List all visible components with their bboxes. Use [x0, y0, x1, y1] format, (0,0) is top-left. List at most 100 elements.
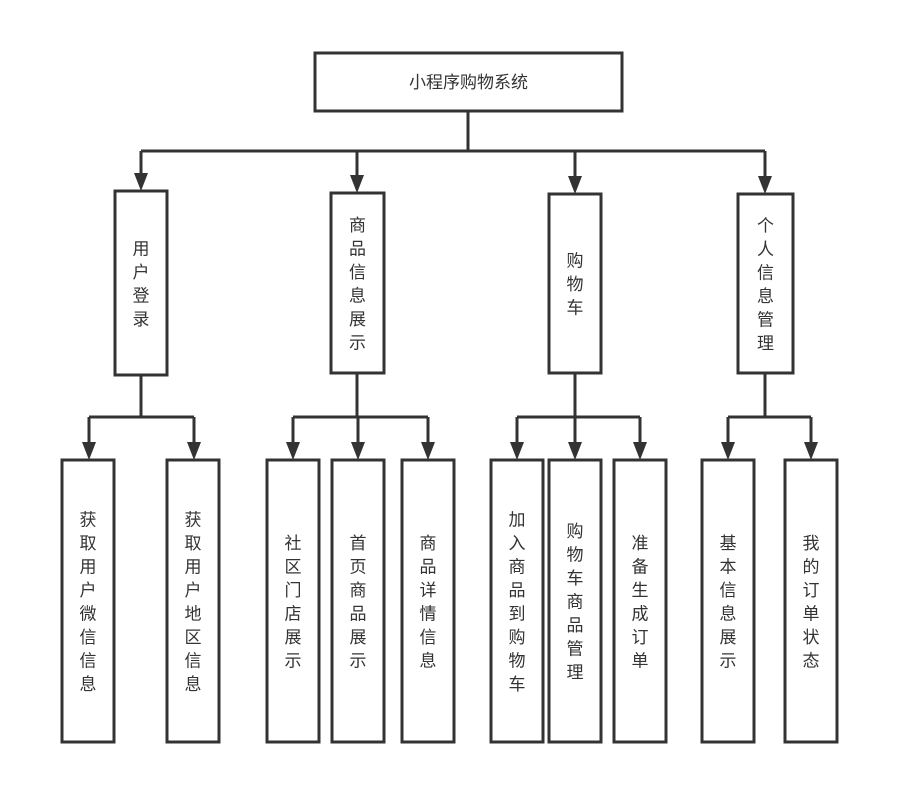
label-char: 信	[349, 263, 366, 283]
leaf-node-m4c2-label: 我的订单状态	[803, 534, 820, 672]
root-node: 小程序购物系统	[313, 51, 624, 113]
label-char: 我	[803, 534, 820, 554]
label-char: 取	[80, 534, 97, 554]
label-char: 的	[803, 557, 820, 577]
label-char: 用	[185, 557, 202, 577]
label-char: 地	[185, 604, 202, 624]
module-node-m2-frame	[329, 191, 386, 375]
leaf-node-m2c1: 社区门店展示	[265, 458, 321, 744]
leaf-node-m2c3-frame	[400, 458, 456, 744]
arrowhead-m3c2	[568, 442, 582, 460]
arrowhead-m1	[134, 173, 148, 191]
label-char: 品	[420, 557, 437, 577]
arrowhead-m3c3	[633, 442, 647, 460]
leaf-node-m2c3: 商品详情信息	[400, 458, 456, 744]
label-char: 示	[720, 651, 737, 671]
label-char: 品	[350, 604, 367, 624]
leaf-node-m2c2-frame	[330, 458, 386, 744]
label-char: 备	[632, 557, 649, 577]
label-char: 用	[133, 239, 150, 259]
arrowhead-m3c1	[510, 442, 524, 460]
leaf-node-m2c1-frame	[265, 458, 321, 744]
label-char: 商	[420, 534, 437, 554]
leaf-node-m3c2-label: 购物车商品管理	[567, 522, 584, 683]
module-node-m4: 个人信息管理	[736, 192, 795, 375]
leaf-node-m2c2-label: 首页商品展示	[350, 534, 367, 672]
leaf-node-m1c1-label: 获取用户微信信息	[80, 510, 97, 695]
label-char: 信	[420, 628, 437, 648]
leaf-node-m1c2-label: 获取用户地区信息	[185, 510, 202, 695]
label-char: 息	[420, 651, 437, 671]
leaf-node-m4c2-frame	[783, 458, 839, 744]
leaf-node-m1c1-frame	[60, 458, 116, 744]
label-char: 状	[803, 628, 820, 648]
arrowhead-m1c2	[187, 442, 201, 460]
label-char: 品	[567, 616, 584, 636]
leaf-node-m2c3-label: 商品详情信息	[420, 534, 437, 672]
label-char: 商	[350, 581, 367, 601]
label-char: 示	[285, 651, 302, 671]
label-char: 信	[757, 263, 774, 283]
leaf-node-m4c2: 我的订单状态	[783, 458, 839, 744]
label-char: 门	[285, 581, 302, 601]
connectors	[82, 111, 818, 460]
label-char: 个	[757, 216, 774, 236]
module-node-m3-label: 购物车	[567, 252, 584, 319]
label-char: 生	[632, 581, 649, 601]
label-char: 到	[509, 604, 526, 624]
leaf-node-m4c1-frame	[700, 458, 756, 744]
arrowhead-m1c1	[82, 442, 96, 460]
root-node-frame	[313, 51, 624, 113]
label-char: 商	[509, 557, 526, 577]
label-char: 户	[80, 581, 97, 601]
module-node-m1: 用户登录	[113, 189, 169, 377]
label-char: 示	[349, 333, 366, 353]
label-char: 区	[185, 628, 202, 648]
leaf-node-m3c1-frame	[489, 458, 545, 744]
module-node-m4-label: 个人信息管理	[757, 216, 774, 353]
label-char: 人	[757, 240, 774, 260]
label-char: 用	[80, 557, 97, 577]
arrowhead-m2c2	[351, 442, 365, 460]
label-char: 管	[567, 640, 584, 660]
leaf-node-m1c2-frame	[165, 458, 221, 744]
label-char: 信	[80, 651, 97, 671]
arrowhead-m4c1	[721, 442, 735, 460]
module-node-m3-frame	[547, 192, 603, 375]
label-char: 态	[803, 651, 820, 671]
label-char: 车	[567, 299, 584, 319]
label-char: 示	[350, 651, 367, 671]
arrowhead-m4	[758, 176, 772, 194]
label-char: 展	[720, 628, 737, 648]
module-node-m4-frame	[736, 192, 795, 375]
label-char: 首	[350, 534, 367, 554]
label-char: 微	[80, 604, 97, 624]
label-char: 登	[133, 286, 150, 306]
label-char: 购	[509, 628, 526, 648]
label-char: 信	[720, 581, 737, 601]
label-char: 基	[720, 534, 737, 554]
label-char: 订	[803, 581, 820, 601]
nodes: 小程序购物系统用户登录获取用户微信信息获取用户地区信息商品信息展示社区门店展示首…	[60, 51, 839, 744]
label-char: 展	[350, 628, 367, 648]
label-char: 入	[509, 534, 526, 554]
label-char: 息	[757, 287, 774, 307]
label-char: 社	[285, 534, 302, 554]
label-char: 品	[509, 581, 526, 601]
label-char: 信	[185, 651, 202, 671]
module-node-m2: 商品信息展示	[329, 191, 386, 375]
label-char: 管	[757, 310, 774, 330]
label-char: 息	[185, 675, 202, 695]
label-char: 获	[185, 510, 202, 530]
module-node-m2-label: 商品信息展示	[349, 216, 366, 353]
label-char: 页	[350, 557, 367, 577]
label-char: 理	[567, 663, 584, 683]
arrowhead-m4c2	[804, 442, 818, 460]
leaf-node-m3c1-label: 加入商品到购物车	[509, 510, 526, 695]
label-char: 订	[632, 628, 649, 648]
label-char: 息	[720, 604, 737, 624]
label-char: 商	[349, 216, 366, 236]
label-char: 单	[632, 651, 649, 671]
label-char: 加	[509, 510, 526, 530]
